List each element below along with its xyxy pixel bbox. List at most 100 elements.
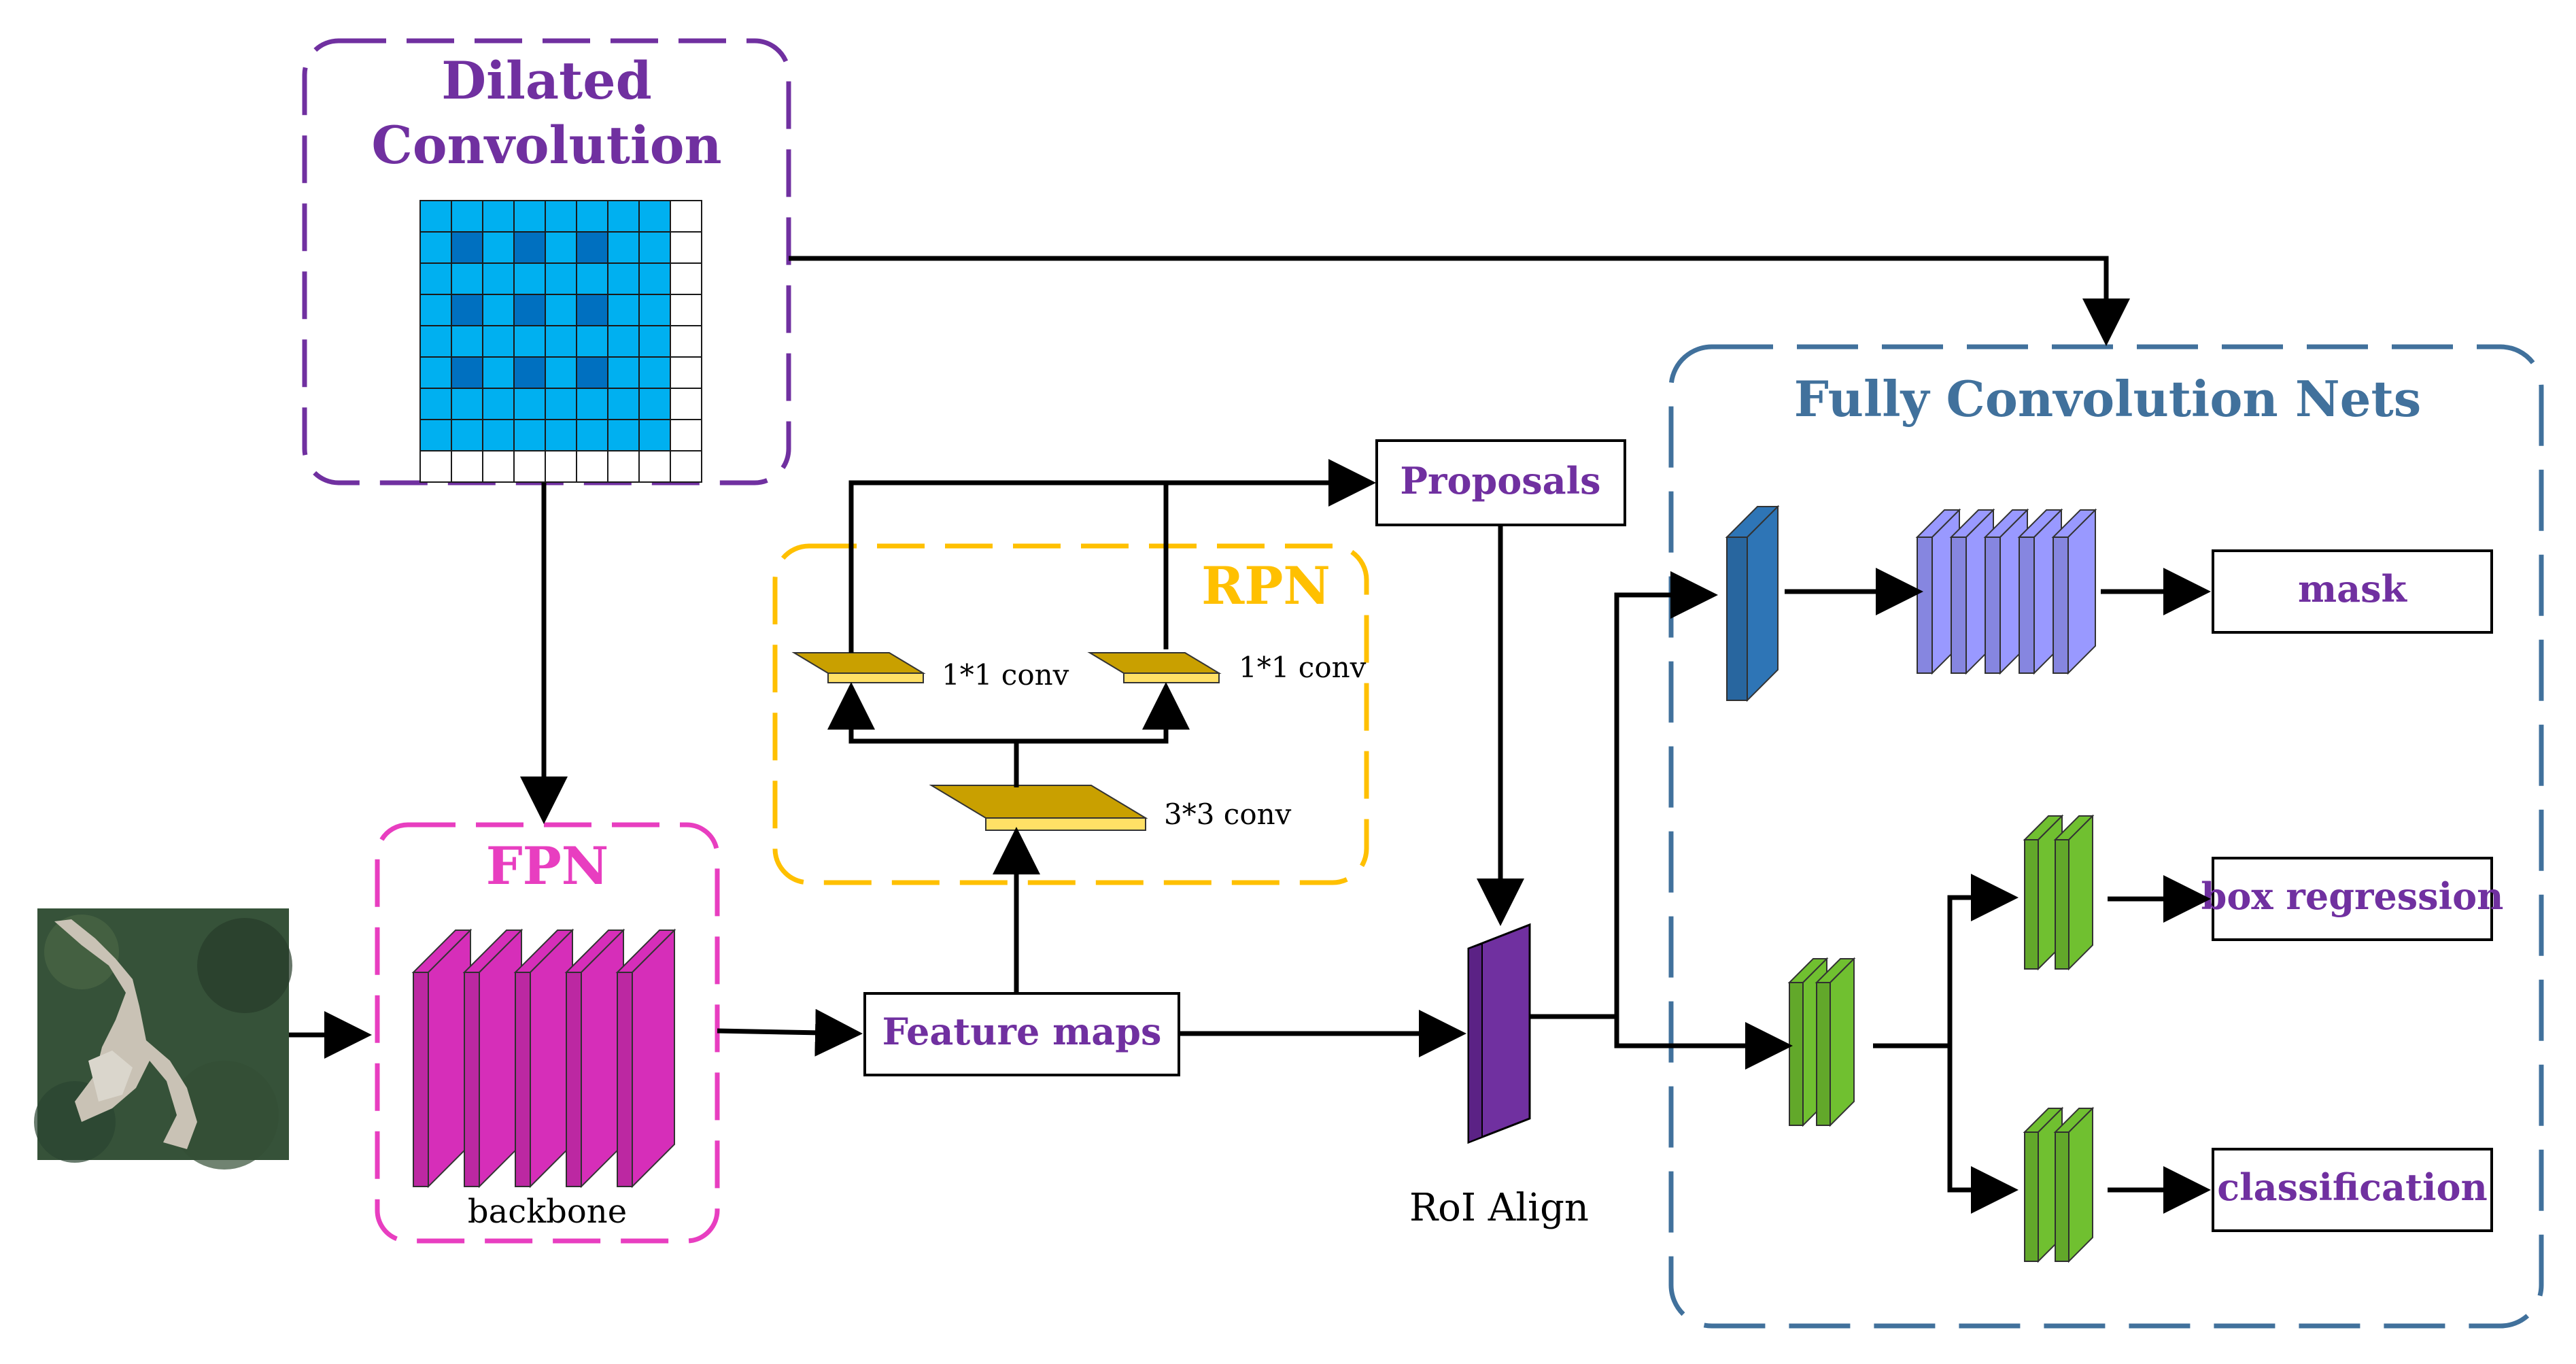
grid-cell (545, 231, 577, 264)
grid-cell (607, 231, 640, 264)
grid-cell (513, 200, 546, 233)
grid-cell (482, 450, 515, 483)
grid-cell (607, 262, 640, 295)
feature-maps-label: Feature maps (882, 1010, 1162, 1053)
roi-align-layer (1467, 923, 1531, 1144)
fpn-layer (513, 928, 574, 1189)
grid-cell (670, 419, 702, 451)
fcn-blue-layer (1725, 505, 1780, 702)
grid-cell (451, 262, 483, 295)
grid-cell (638, 294, 671, 326)
dilated-title-line2: Convolution (371, 115, 721, 175)
connectors (289, 256, 2211, 1214)
box-regression-output-box (2212, 857, 2493, 941)
grid-cell (419, 388, 452, 420)
rpn-title: RPN (1201, 556, 1330, 616)
rpn-conv-left-plate (791, 652, 926, 683)
grid-cell (482, 419, 515, 451)
grid-cell (670, 294, 702, 326)
arrow-fpn-to-feature-maps (717, 1008, 863, 1057)
line-roi-split (1530, 571, 1718, 1019)
grid-cell (513, 262, 546, 295)
grid-cell (607, 200, 640, 233)
proposals-label: Proposals (1400, 459, 1600, 502)
conv-left-label: 1*1 conv (942, 658, 1069, 692)
grid-cell (451, 200, 483, 233)
grid-cell (513, 419, 546, 451)
grid-cell (451, 231, 483, 264)
grid-cell (451, 388, 483, 420)
grid-cell (513, 356, 546, 389)
roi-align-label: RoI Align (1409, 1186, 1589, 1230)
grid-cell (513, 388, 546, 420)
fcn-green-layer (1815, 957, 1856, 1127)
arrow-rpn-to-proposals (848, 459, 1376, 653)
grid-cell (670, 200, 702, 233)
classification-output-label: classification (2217, 1165, 2488, 1209)
grid-cell (545, 325, 577, 358)
grid-cell (607, 388, 640, 420)
fpn-layer (462, 928, 523, 1189)
grid-cell (482, 231, 515, 264)
grid-cell (419, 231, 452, 264)
arrow-green-to-top (1873, 874, 2019, 1048)
grid-cell (607, 450, 640, 483)
fcn-title: Fully Convolution Nets (1794, 370, 2422, 428)
grid-cell (670, 388, 702, 420)
rpn-conv-right-plate (1087, 652, 1222, 683)
grid-cell (638, 388, 671, 420)
grid-cell (513, 450, 546, 483)
grid-cell (482, 262, 515, 295)
arrow-conv-to-left (827, 682, 1019, 787)
grid-cell (576, 419, 608, 451)
grid-cell (482, 388, 515, 420)
grid-cell (576, 388, 608, 420)
grid-cell (419, 200, 452, 233)
fcn-green-layer (2053, 1106, 2095, 1263)
grid-cell (670, 356, 702, 389)
dilated-title-line1: Dilated (441, 50, 652, 111)
fpn-layer (411, 928, 473, 1189)
grid-cell (545, 356, 577, 389)
grid-cell (482, 356, 515, 389)
grid-cell (576, 450, 608, 483)
grid-cell (451, 356, 483, 389)
rpn-conv-layers (791, 652, 1222, 831)
grid-cell (607, 419, 640, 451)
grid-cell (513, 325, 546, 358)
grid-cell (419, 356, 452, 389)
grid-cell (545, 200, 577, 233)
grid-cell (670, 450, 702, 483)
grid-cell (576, 356, 608, 389)
grid-cell (419, 294, 452, 326)
fcn-layers (1725, 505, 2097, 1263)
arrow-dilated-to-fcn (789, 256, 2130, 346)
grid-cell (451, 325, 483, 358)
grid-cell (638, 450, 671, 483)
grid-cell (607, 294, 640, 326)
arrow-conv-to-right (1016, 682, 1190, 744)
grid-cell (576, 231, 608, 264)
grid-cell (419, 325, 452, 358)
mask-output-box (2212, 549, 2493, 634)
grid-cell (638, 419, 671, 451)
fpn-backbone-layers (411, 928, 676, 1189)
grid-cell (670, 231, 702, 264)
fpn-title: FPN (486, 836, 609, 896)
fpn-layer (615, 928, 676, 1189)
input-satellite-image (34, 908, 292, 1170)
fcn-mask-layer (2051, 508, 2097, 675)
grid-cell (419, 262, 452, 295)
grid-cell (576, 294, 608, 326)
grid-cell (545, 450, 577, 483)
grid-cell (576, 200, 608, 233)
grid-cell (513, 231, 546, 264)
grid-cell (670, 262, 702, 295)
grid-cell (545, 294, 577, 326)
grid-cell (545, 388, 577, 420)
rpn-conv-bottom-plate (929, 785, 1148, 831)
grid-cell (607, 356, 640, 389)
conv-right-label: 1*1 conv (1239, 651, 1367, 684)
proposals-box (1375, 439, 1626, 526)
